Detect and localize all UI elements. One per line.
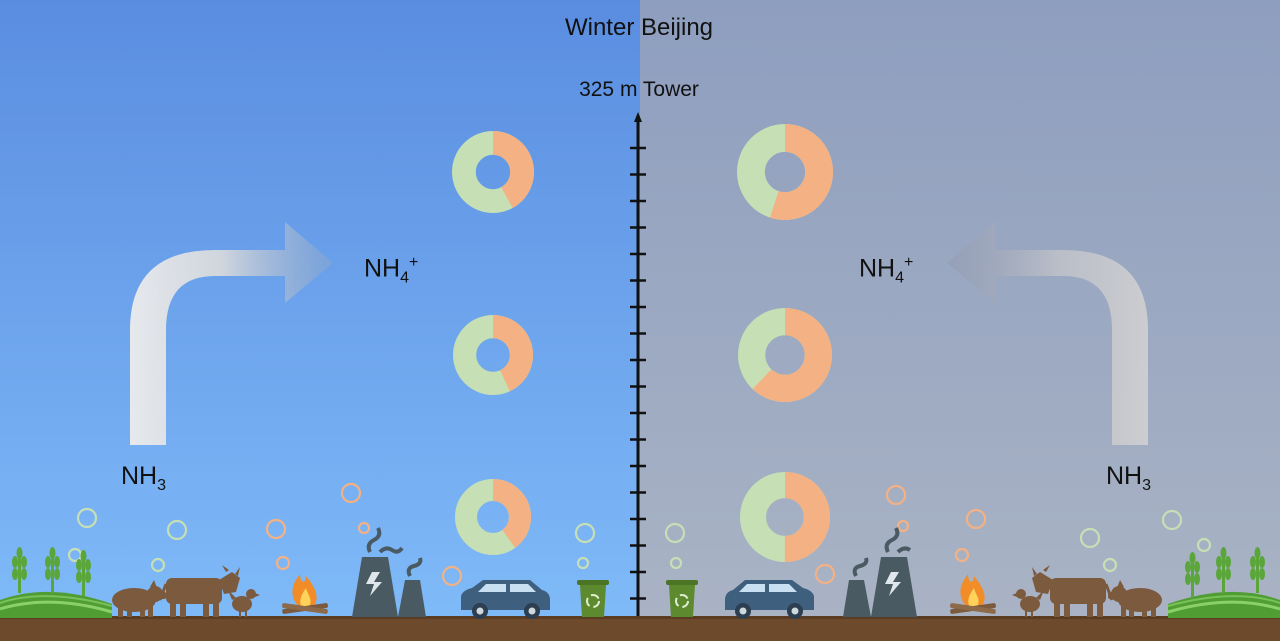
donut-left-top <box>451 130 535 214</box>
right-flow-arrow <box>947 222 1148 445</box>
crops-icon <box>0 547 113 618</box>
car-icon <box>725 580 814 619</box>
factory-icon <box>352 527 426 617</box>
particle-bubbles <box>67 482 1212 587</box>
crops-icon <box>1167 547 1280 618</box>
right-product-label: NH4+ <box>859 254 914 287</box>
donut-slice-orange <box>738 307 833 402</box>
campfire-icon <box>282 574 328 614</box>
donut-slice-orange <box>736 124 834 221</box>
cow-icon <box>1032 565 1114 617</box>
cow-icon <box>158 565 240 617</box>
donut-right-top <box>736 123 834 221</box>
car-icon <box>461 580 550 619</box>
diagram-title: Winter Beijing <box>564 14 714 41</box>
left-product-label: NH4+ <box>364 254 419 287</box>
ground <box>0 618 1280 641</box>
recycle-bin-icon <box>666 580 698 617</box>
left-source-label: NH3 <box>121 462 167 494</box>
tower-label: 325 m Tower <box>579 78 699 101</box>
recycle-bin-icon <box>577 580 609 617</box>
donut-left-bottom <box>454 478 531 556</box>
sky-left <box>0 0 640 620</box>
donut-slice-orange <box>454 479 531 556</box>
donut-slice-orange <box>453 314 534 395</box>
tower-icon <box>630 112 646 618</box>
donut-right-middle <box>738 307 833 403</box>
chicken-icon <box>228 589 260 617</box>
factory-icon <box>843 527 917 617</box>
campfire-icon <box>950 574 996 614</box>
donut-left-middle <box>453 314 534 396</box>
pig-icon <box>112 580 166 617</box>
donut-slice-orange <box>739 472 830 563</box>
pig-icon <box>1108 580 1162 617</box>
donut-slice-orange <box>451 130 535 213</box>
donut-charts <box>451 123 834 563</box>
donut-right-bottom <box>739 471 830 563</box>
left-flow-arrow <box>130 222 333 445</box>
right-source-label: NH3 <box>1106 462 1152 494</box>
chicken-icon <box>1012 589 1044 617</box>
